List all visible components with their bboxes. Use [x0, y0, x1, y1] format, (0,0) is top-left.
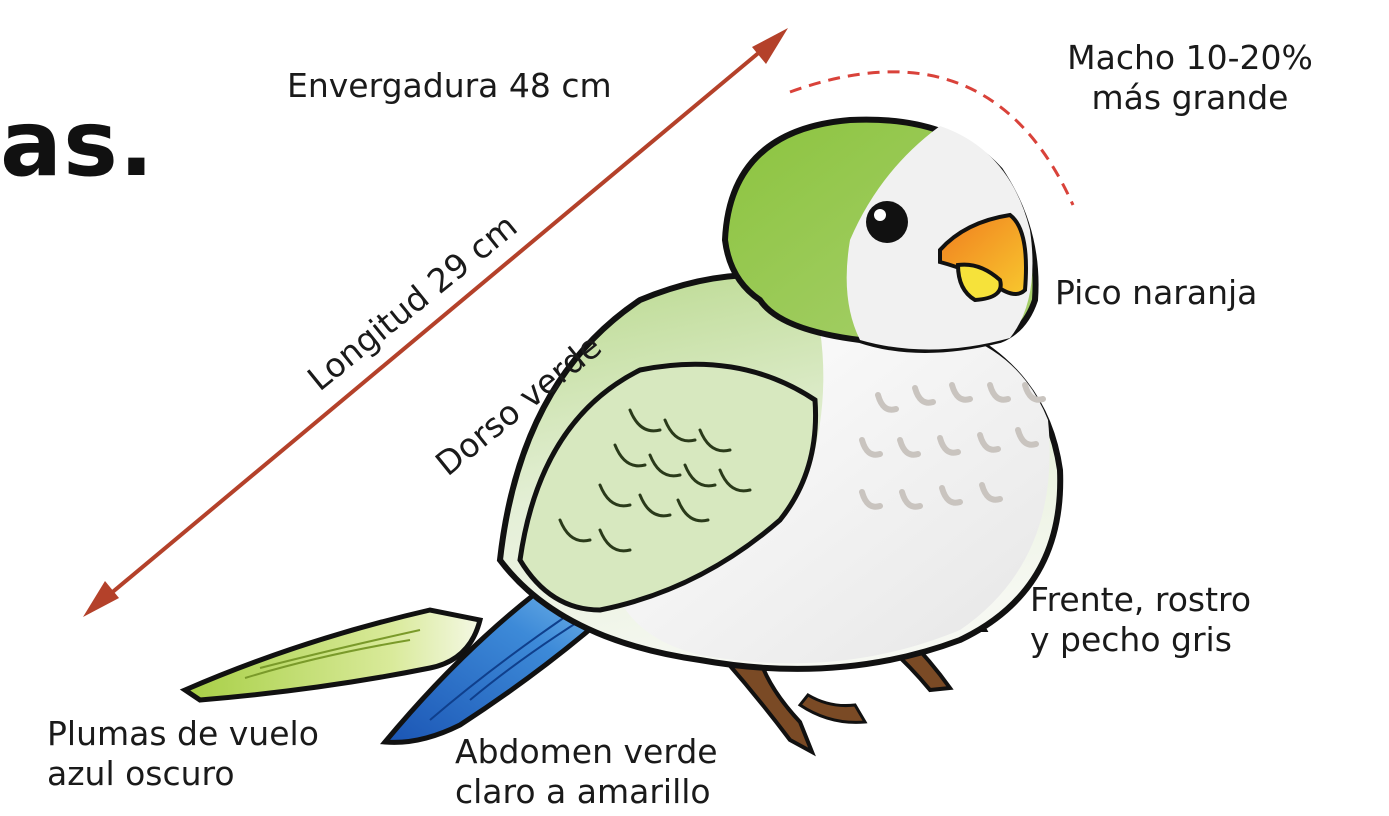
wingspan-label: Envergadura 48 cm	[287, 66, 612, 106]
front-breast-label: Frente, rostro y pecho gris	[1030, 580, 1251, 659]
eye-icon	[866, 201, 908, 243]
abdomen-line1: Abdomen verde	[455, 732, 718, 772]
abdomen-label: Abdomen verde claro a amarillo	[455, 732, 718, 811]
abdomen-line2: claro a amarillo	[455, 772, 718, 812]
flight-feathers-line1: Plumas de vuelo	[47, 714, 319, 754]
male-size-line1: Macho 10-20%	[1040, 38, 1340, 78]
front-breast-line1: Frente, rostro	[1030, 580, 1251, 620]
front-breast-line2: y pecho gris	[1030, 620, 1251, 660]
male-size-line2: más grande	[1040, 78, 1340, 118]
flight-feathers-line2: azul oscuro	[47, 754, 319, 794]
male-size-label: Macho 10-20% más grande	[1040, 38, 1340, 117]
flight-feathers-label: Plumas de vuelo azul oscuro	[47, 714, 319, 793]
beak-label: Pico naranja	[1055, 273, 1257, 313]
